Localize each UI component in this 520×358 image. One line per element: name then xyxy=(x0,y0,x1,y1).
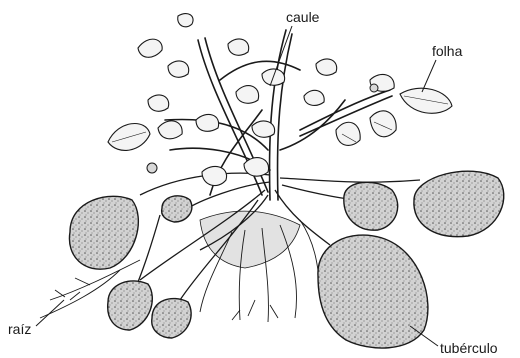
stems xyxy=(165,30,392,200)
leader-leaf xyxy=(422,60,436,92)
tuber-bottom-center xyxy=(152,299,191,338)
tuber-small-round xyxy=(162,196,192,222)
label-tuber: tubérculo xyxy=(440,341,498,355)
tuber-bottom-large xyxy=(318,235,428,348)
leader-root xyxy=(36,300,64,326)
tuber-right-large xyxy=(414,171,504,236)
tuber-right-small xyxy=(344,182,398,230)
tuber-bottom-left xyxy=(108,281,153,330)
label-leaf: folha xyxy=(432,44,462,58)
tuber-left-large xyxy=(69,196,138,269)
tubers xyxy=(69,171,503,348)
label-stem: caule xyxy=(286,10,319,24)
label-root: raíz xyxy=(8,322,31,336)
